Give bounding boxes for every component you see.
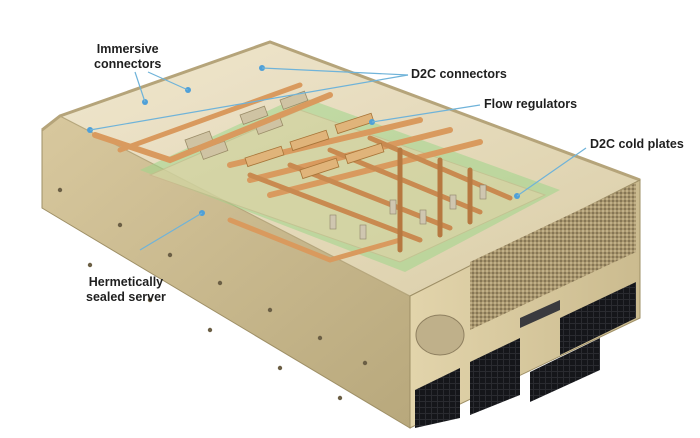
callout-d2c-connectors: D2C connectors [411,67,507,81]
coolant-pipes [92,82,513,263]
callout-flow-regulators: Flow regulators [484,97,578,111]
front-vent-left [415,368,460,428]
side-screws [57,187,368,401]
callout-immersive-connectors: Immersive connectors [94,42,161,72]
front-vent-right-lower [530,338,600,402]
logo-bar [520,300,560,328]
front-mesh-panel [470,183,636,330]
immersive-label-line2: connectors [94,57,162,71]
cold-plates [244,112,385,180]
front-badge [415,314,465,356]
front-vent-mid [470,338,520,415]
immersive-label-line1: Immersive [96,42,159,56]
callout-d2c-cold-plates: D2C cold plates [590,137,684,151]
callout-hermetically-sealed-server: Hermetically sealed server [86,275,166,305]
leader-lines [89,67,587,251]
sealed-label-line1: Hermetically [88,275,164,289]
fittings [329,184,487,240]
sealed-label-line2: sealed server [86,290,166,304]
front-vent-right [560,282,636,355]
